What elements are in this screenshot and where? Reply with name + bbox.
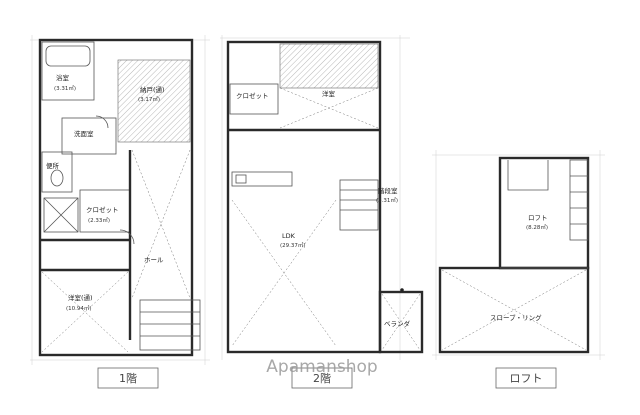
- room-label: スローブ・リング: [490, 313, 542, 322]
- room-label: 浴室: [56, 73, 70, 82]
- room-area: (3.31㎡): [54, 84, 76, 92]
- kitchen-counter: [231, 171, 293, 187]
- room-label: LDK: [282, 232, 296, 240]
- floor-1-stairs: [43, 197, 79, 233]
- floor-1-plan: 浴室 (3.31㎡) 納戸(通) (3.17㎡) 洗面室 便所 クロゼット (2…: [30, 35, 210, 365]
- floor-1-caption: 1階: [119, 371, 137, 385]
- room-label: 階段室: [378, 186, 398, 195]
- room-area: (3.17㎡): [138, 95, 160, 103]
- room-label: ロフト: [528, 214, 548, 222]
- storage-hatch: [117, 59, 191, 143]
- room-label: 洗面室: [74, 129, 94, 138]
- room-area: (2.33㎡): [88, 216, 110, 224]
- room-area: (3.31㎡): [376, 196, 398, 204]
- floor-2-outer-wall: [226, 40, 382, 354]
- bedroom-hatch: [279, 43, 379, 89]
- room-label: 洋室(通): [68, 293, 93, 302]
- balcony-area: [378, 290, 424, 354]
- closet-2-area: [229, 83, 279, 115]
- room-label: ベランダ: [384, 319, 411, 328]
- washroom-area: [61, 117, 117, 155]
- room-area: (8.28㎡): [526, 223, 548, 231]
- loft-stairs: [569, 159, 589, 241]
- loft-upper-wall: [498, 156, 590, 270]
- loft-lower-wall: [438, 266, 590, 354]
- floor-2-plan: 洋室 クロゼット LDK (29.37㎡) 階段室 (3.31㎡) ベランダ: [220, 35, 424, 360]
- room-label: ホール: [144, 256, 164, 264]
- floor-2-caption-box: [291, 367, 353, 389]
- stair-room-area: [339, 179, 379, 231]
- floor-1-caption-box: [97, 367, 159, 389]
- room-label: 洋室: [322, 89, 336, 98]
- floor-2-caption: 2階: [313, 371, 331, 385]
- room-label: 便所: [46, 161, 60, 170]
- room-label: クロゼット: [86, 205, 119, 214]
- room-label: クロゼット: [236, 91, 269, 100]
- floor-2-grid: [220, 35, 410, 360]
- room-area: (29.37㎡): [280, 241, 306, 249]
- loft-grid: [432, 150, 605, 360]
- room-label: 納戸(通): [140, 85, 165, 94]
- loft-caption: ロフト: [510, 372, 543, 385]
- toilet-area: [41, 151, 73, 193]
- loft-caption-box: [495, 367, 557, 389]
- entrance-steps: [139, 299, 201, 351]
- floor-1-outer-wall: [38, 38, 194, 357]
- room-area: (10.94㎡): [66, 304, 92, 312]
- loft-plan: ロフト (8.28㎡) スローブ・リング: [432, 150, 605, 360]
- bath-room-area: [41, 41, 95, 101]
- watermark: Apamanshop: [266, 357, 377, 377]
